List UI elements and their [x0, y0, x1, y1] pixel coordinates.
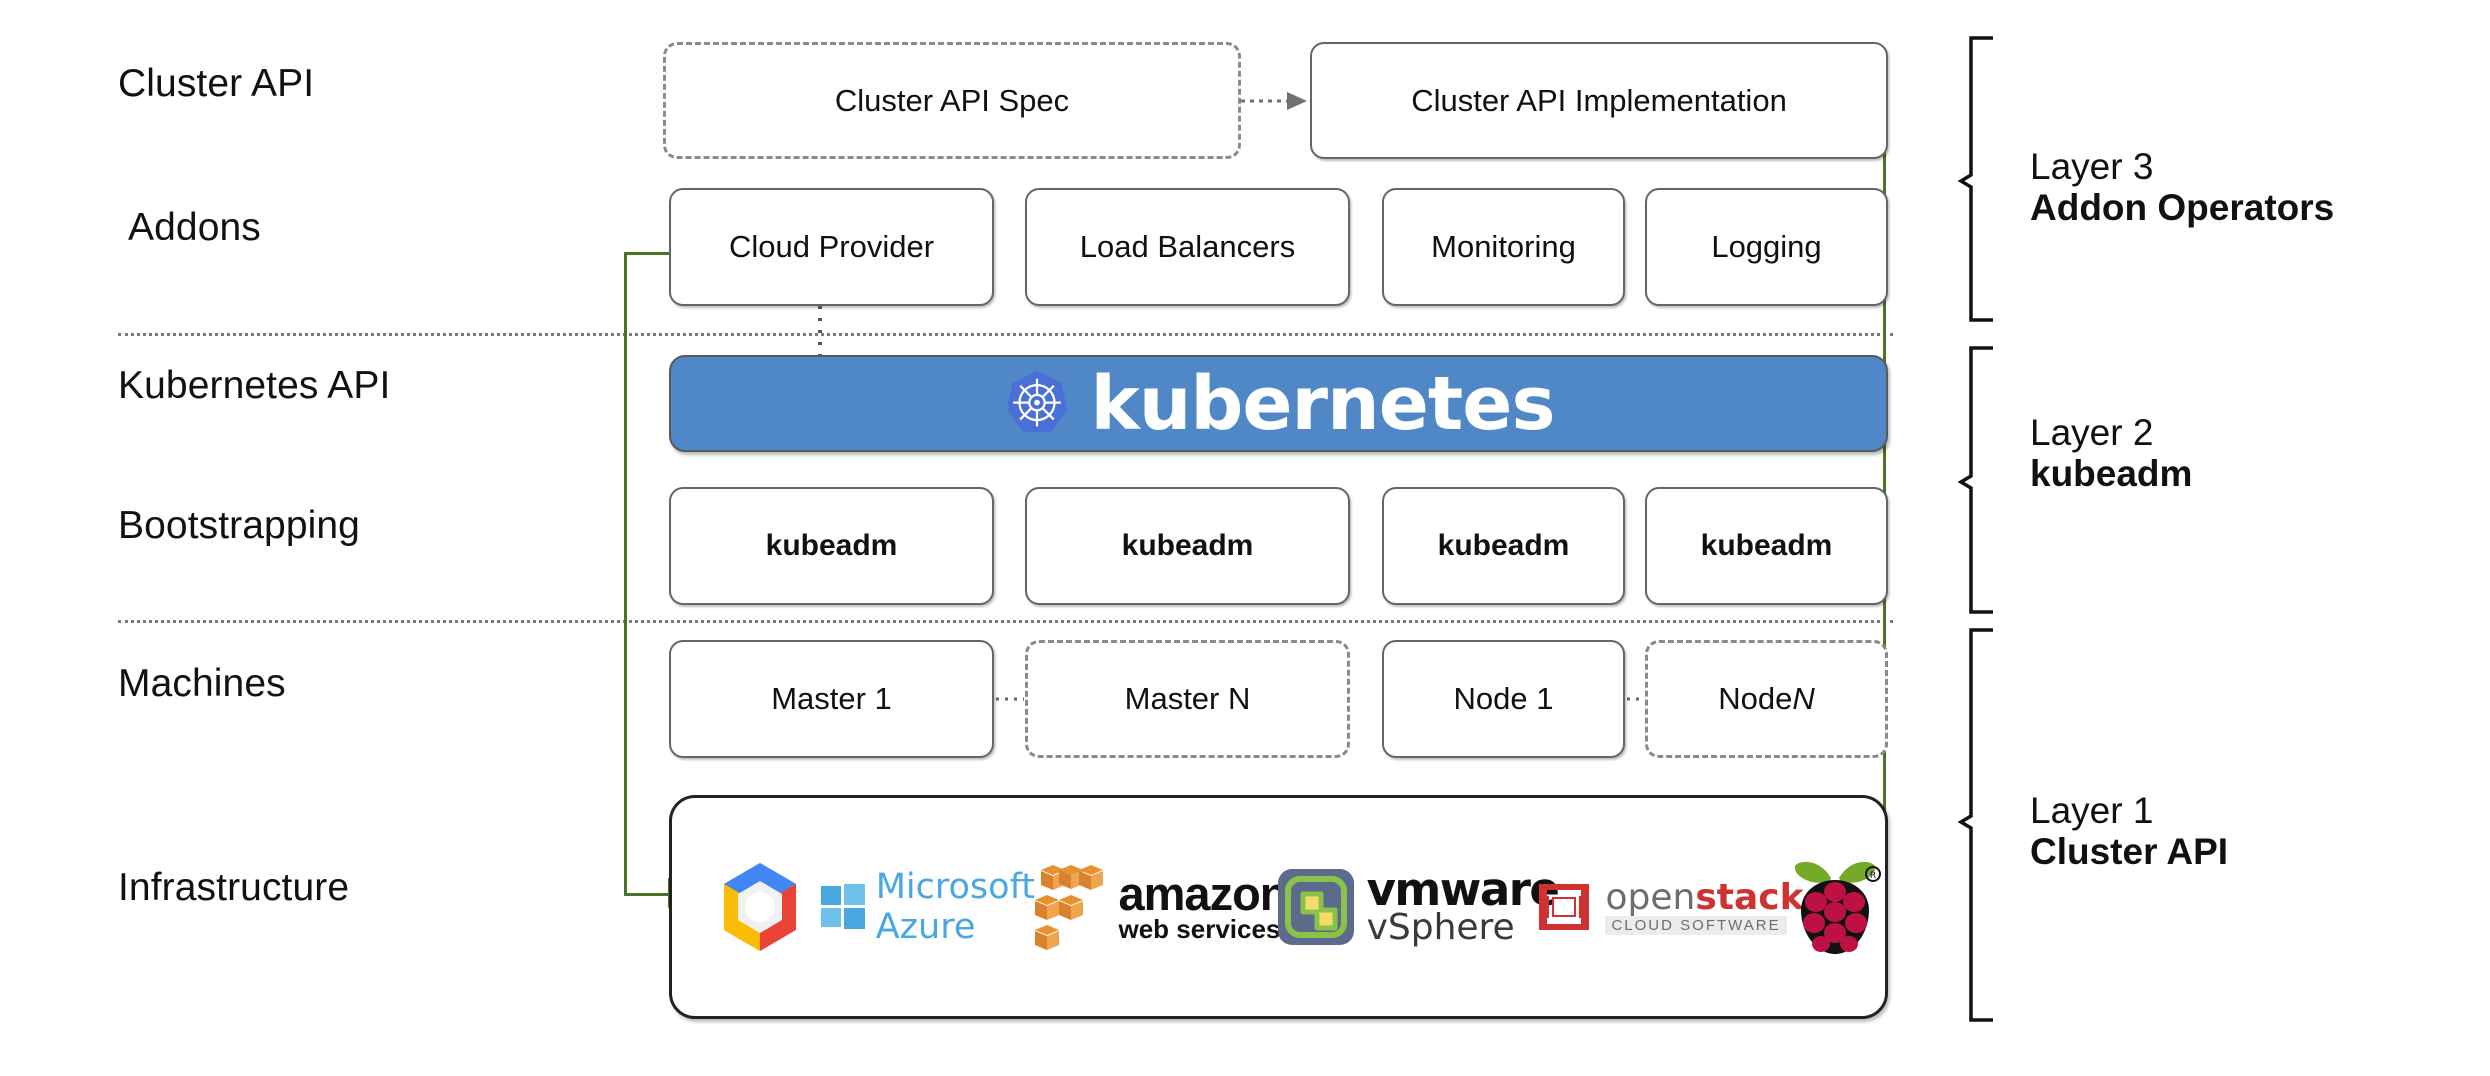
bootstrap-box-2[interactable]: kubeadm — [1025, 487, 1350, 605]
cluster-api-implementation-label: Cluster API Implementation — [1411, 82, 1787, 118]
aws-webservices-wordmark: web services — [1118, 914, 1281, 945]
addon-box-monitoring[interactable]: Monitoring — [1382, 188, 1625, 306]
bootstrap-box-1[interactable]: kubeadm — [669, 487, 994, 605]
layer-1-name: Cluster API — [2030, 831, 2229, 873]
microsoft-azure-logo: Microsoft Azure — [820, 867, 1035, 947]
machine-label: Master N — [1124, 681, 1251, 716]
vmware-vsphere-logo: vmware vSphere — [1277, 867, 1560, 949]
infrastructure-logo-strip: Microsoft Azure amazon web serv — [672, 798, 1885, 1016]
aws-cubes-icon — [1034, 865, 1103, 950]
row-label-bootstrapping: Bootstrapping — [118, 504, 360, 547]
bootstrap-label: kubeadm — [1437, 529, 1570, 562]
dots-between-masters-icon — [996, 697, 1024, 701]
machine-box-node-n[interactable]: Node N — [1645, 640, 1888, 758]
svg-text:R: R — [1870, 871, 1876, 881]
row-label-machines: Machines — [118, 662, 286, 705]
kubernetes-helm-wheel-icon — [1007, 370, 1068, 432]
infrastructure-box[interactable]: Microsoft Azure amazon web serv — [669, 795, 1888, 1019]
layer-3-label: Layer 3 Addon Operators — [2030, 146, 2334, 229]
row-label-infrastructure: Infrastructure — [118, 866, 350, 909]
machine-label-suffix: N — [1792, 681, 1815, 716]
vsphere-app-icon — [1277, 869, 1354, 945]
addon-label: Logging — [1711, 229, 1822, 264]
raspberry-pi-logo: R — [1785, 852, 1885, 962]
azure-wordmark: Microsoft Azure — [875, 867, 1035, 947]
machine-box-node-1[interactable]: Node 1 — [1382, 640, 1625, 758]
dotted-connector-cloudprovider-to-k8s — [818, 306, 822, 356]
cluster-api-spec-label: Cluster API Spec — [834, 82, 1070, 118]
layer-2-number: Layer 2 — [2030, 412, 2154, 453]
green-connector-left-vertical — [624, 252, 627, 896]
machine-box-master-n[interactable]: Master N — [1025, 640, 1350, 758]
cluster-api-spec-box[interactable]: Cluster API Spec — [663, 42, 1241, 159]
addon-label: Monitoring — [1431, 229, 1576, 264]
machine-label: Master 1 — [771, 681, 892, 716]
bracket-layer-3 — [1957, 36, 1993, 322]
addon-box-logging[interactable]: Logging — [1645, 188, 1888, 306]
machine-label: Node — [1718, 681, 1793, 716]
green-connector-left-horizontal — [624, 893, 680, 896]
addon-label: Load Balancers — [1079, 229, 1296, 264]
machine-box-master-1[interactable]: Master 1 — [669, 640, 994, 758]
openstack-tagline: CLOUD SOFTWARE — [1605, 915, 1787, 935]
layer-2-name: kubeadm — [2030, 453, 2193, 495]
bootstrap-box-4[interactable]: kubeadm — [1645, 487, 1888, 605]
row-label-addons: Addons — [128, 206, 261, 249]
kubernetes-wordmark: kubernetes — [1090, 360, 1555, 447]
bracket-layer-1 — [1957, 628, 1993, 1022]
raspberry-pi-icon: R — [1794, 861, 1881, 954]
vmware-wordmark: vmware — [1366, 862, 1560, 916]
google-cloud-logo — [700, 857, 820, 957]
windows-glyph-icon — [820, 884, 865, 929]
layer-3-number: Layer 3 — [2030, 146, 2154, 187]
addon-box-load-balancers[interactable]: Load Balancers — [1025, 188, 1350, 306]
layer-1-label: Layer 1 Cluster API — [2030, 790, 2228, 873]
vsphere-wordmark: vSphere — [1366, 907, 1515, 949]
aws-amazon-wordmark: amazon — [1118, 867, 1289, 921]
machine-label: Node 1 — [1453, 681, 1554, 716]
openstack-logo: openstack CLOUD SOFTWARE — [1539, 874, 1804, 940]
amazon-web-services-logo: amazon web services — [1034, 862, 1289, 952]
kubernetes-banner[interactable]: kubernetes — [669, 355, 1888, 452]
separator-layer2-layer1 — [118, 620, 1893, 623]
layer-3-name: Addon Operators — [2030, 187, 2335, 229]
row-label-kubernetes-api: Kubernetes API — [118, 364, 391, 407]
green-connector-to-cloud-provider — [624, 252, 670, 255]
bootstrap-label: kubeadm — [1121, 529, 1254, 562]
addon-box-cloud-provider[interactable]: Cloud Provider — [669, 188, 994, 306]
cluster-api-implementation-box[interactable]: Cluster API Implementation — [1310, 42, 1888, 159]
layer-1-number: Layer 1 — [2030, 790, 2154, 831]
addon-label: Cloud Provider — [728, 229, 935, 264]
bootstrap-label: kubeadm — [1700, 529, 1833, 562]
bracket-layer-2 — [1957, 346, 1993, 614]
bootstrap-box-3[interactable]: kubeadm — [1382, 487, 1625, 605]
openstack-mark-icon — [1539, 884, 1590, 930]
bootstrap-label: kubeadm — [765, 529, 898, 562]
row-label-cluster-api: Cluster API — [118, 62, 315, 105]
dotted-arrow-spec-to-impl-icon — [1241, 92, 1307, 110]
openstack-wordmark: openstack — [1605, 876, 1804, 918]
layer-2-label: Layer 2 kubeadm — [2030, 412, 2192, 495]
separator-layer3-layer2 — [118, 333, 1893, 336]
